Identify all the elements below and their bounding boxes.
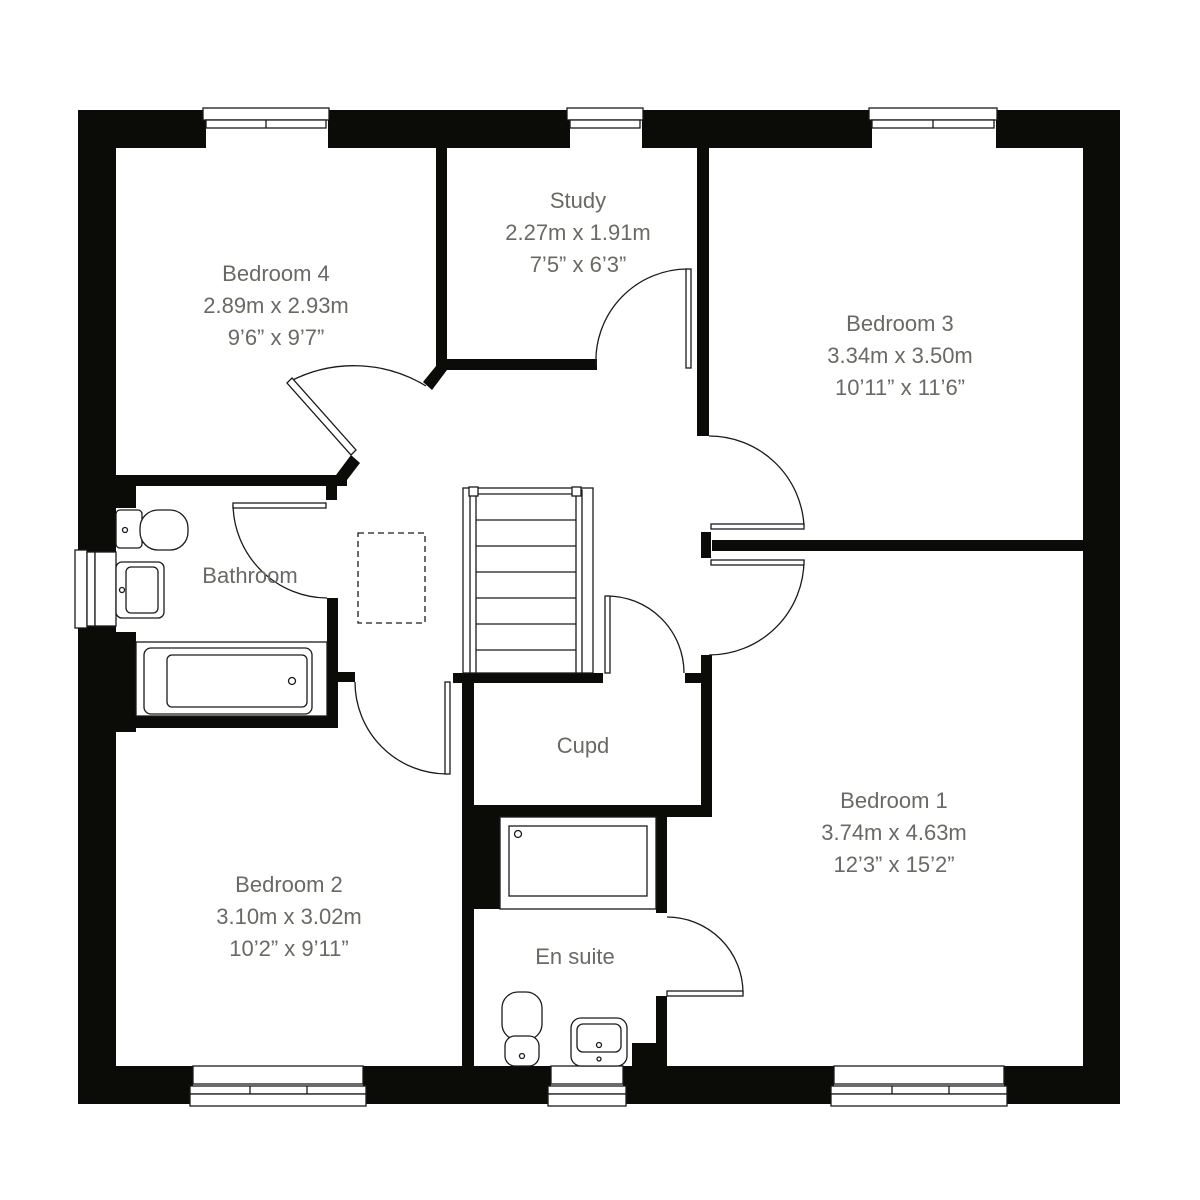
- room-name: Bedroom 2: [235, 872, 343, 897]
- room-label-study: Study 2.27m x 1.91m 7’5” x 6’3”: [505, 185, 651, 281]
- room-name: Cupd: [556, 733, 610, 758]
- room-name: Bedroom 1: [840, 788, 948, 813]
- loft-hatch: [357, 532, 426, 624]
- room-name: En suite: [535, 944, 615, 969]
- ensuite-toilet: [501, 991, 543, 1067]
- room-name: Bedroom 3: [846, 311, 954, 336]
- door-bedroom4: [286, 365, 427, 456]
- room-metric: 2.89m x 2.93m: [203, 293, 349, 318]
- room-imperial: 12’3” x 15’2”: [833, 852, 955, 877]
- room-metric: 3.10m x 3.02m: [216, 904, 362, 929]
- room-imperial: 7’5” x 6’3”: [529, 252, 627, 277]
- window-ensuite: [547, 1065, 627, 1107]
- bathtub: [135, 641, 328, 717]
- room-imperial: 10’2” x 9’11”: [229, 936, 349, 961]
- bathroom-toilet: [115, 509, 189, 551]
- door-bathroom: [232, 502, 328, 599]
- window-bedroom3: [868, 107, 998, 148]
- door-bedroom2: [354, 681, 451, 775]
- room-imperial: 10’11” x 11’6”: [834, 375, 966, 400]
- room-name: Bathroom: [202, 563, 298, 588]
- room-label-bedroom3: Bedroom 3 3.34m x 3.50m 10’11” x 11’6”: [827, 308, 973, 404]
- room-name: Study: [549, 188, 607, 213]
- bathroom-basin: [115, 561, 165, 619]
- window-study: [566, 107, 644, 148]
- window-bedroom2: [189, 1065, 367, 1107]
- room-label-bedroom4: Bedroom 4 2.89m x 2.93m 9’6” x 9’7”: [203, 258, 349, 354]
- room-metric: 3.34m x 3.50m: [827, 343, 973, 368]
- window-bedroom1: [830, 1065, 1008, 1107]
- room-imperial: 9’6” x 9’7”: [227, 325, 325, 350]
- door-bedroom1: [708, 559, 805, 656]
- door-bedroom3: [708, 435, 805, 530]
- room-label-bedroom2: Bedroom 2 3.10m x 3.02m 10’2” x 9’11”: [216, 869, 362, 965]
- room-metric: 3.74m x 4.63m: [821, 820, 967, 845]
- room-metric: 2.27m x 1.91m: [505, 220, 651, 245]
- room-label-cupd: Cupd: [557, 730, 610, 762]
- room-label-ensuite: En suite: [535, 941, 615, 973]
- window-bathroom: [74, 549, 117, 629]
- door-ensuite: [666, 916, 744, 997]
- door-study: [595, 268, 692, 369]
- shower-tray: [499, 816, 657, 910]
- staircase: [462, 486, 594, 674]
- window-bedroom4: [202, 107, 330, 148]
- room-label-bathroom: Bathroom: [202, 560, 297, 592]
- room-label-bedroom1: Bedroom 1 3.74m x 4.63m 12’3” x 15’2”: [821, 785, 967, 881]
- internal-walls: [116, 148, 1083, 1066]
- room-name: Bedroom 4: [222, 261, 330, 286]
- ensuite-basin: [570, 1017, 628, 1067]
- door-cupd: [604, 595, 685, 674]
